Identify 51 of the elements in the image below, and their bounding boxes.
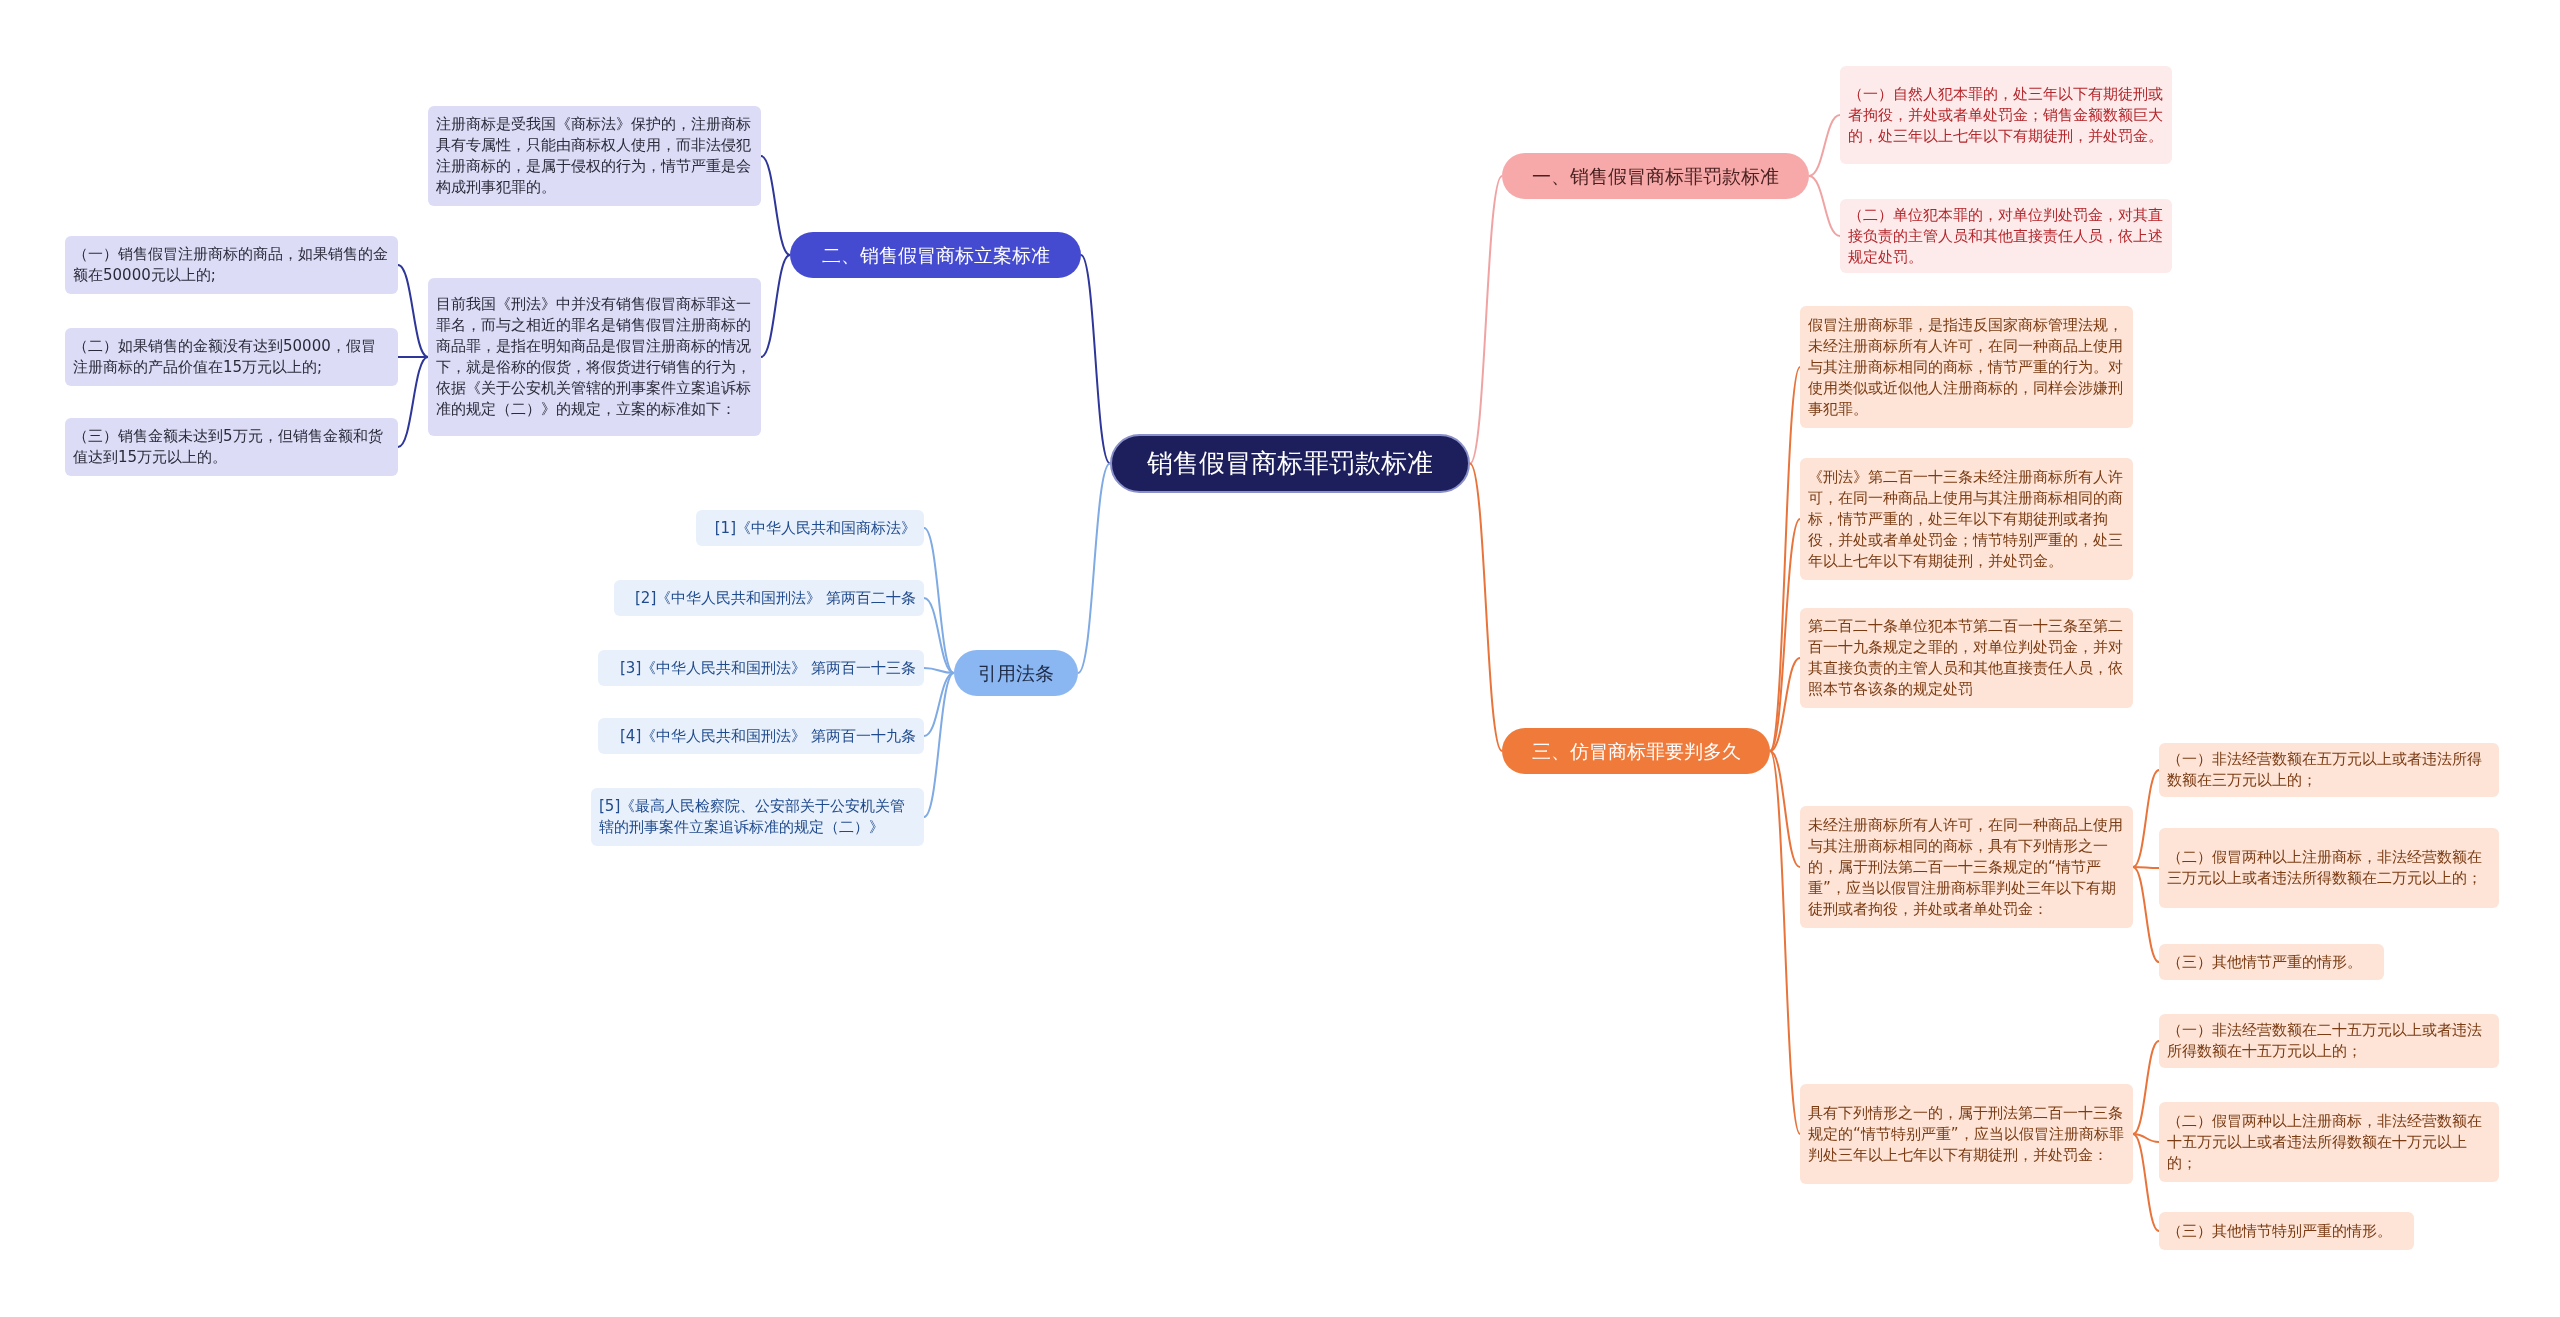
connector-line — [1469, 175, 1503, 465]
connector-line — [1769, 657, 1801, 752]
text-card: （二）单位犯本罪的，对单位判处罚金，对其直接负责的主管人员和其他直接责任人员，依上述规定处罚。 — [1840, 199, 2172, 273]
text-card: 假冒注册商标罪，是指违反国家商标管理法规，未经注册商标所有人许可，在同一种商品上使用与其注册商标相同的商标，情节严重的行为。对使用类似或近似他人注册商标的，同样会涉嫌刑事犯罪。 — [1800, 306, 2133, 428]
text-card: （三）销售金额未达到5万元，但销售金额和货值达到15万元以上的。 — [65, 418, 398, 476]
connector-line — [1077, 462, 1111, 674]
connector-line — [2132, 866, 2160, 869]
citation-card: [3]《中华人民共和国刑法》 第两百一十三条 — [598, 650, 924, 686]
citation-card: [4]《中华人民共和国刑法》 第两百一十九条 — [598, 718, 924, 754]
text-card: （三）其他情节严重的情形。 — [2159, 944, 2384, 980]
text-card: 目前我国《刑法》中并没有销售假冒商标罪这一罪名，而与之相近的罪名是销售假冒注册商标的商品罪，是指在明知商品是假冒注册商标的情况下，就是俗称的假货，将假货进行销售的行为，依据《关于公安机关管辖的刑事案件立案追诉标准的规定（二）》的规定，立案的标准如下： — [428, 278, 761, 436]
text-card: 《刑法》第二百一十三条未经注册商标所有人许可，在同一种商品上使用与其注册商标相同的商标，情节严重的，处三年以下有期徒刑或者拘役，并处或者单处罚金；情节特别严重的，处三年以上七年以下有期徒刑，并处罚金。 — [1800, 458, 2133, 580]
central-topic: 销售假冒商标罪罚款标准 — [1110, 434, 1470, 493]
branch-topic: 二、销售假冒商标立案标准 — [790, 232, 1081, 278]
citation-card: [2]《中华人民共和国刑法》 第两百二十条 — [614, 580, 924, 616]
text-card: 具有下列情形之一的，属于刑法第二百一十三条规定的“情节特别严重”，应当以假冒注册商标罪判处三年以上七年以下有期徒刑，并处罚金： — [1800, 1084, 2133, 1184]
connector-line — [1469, 462, 1503, 752]
text-card: （二）假冒两种以上注册商标，非法经营数额在十五万元以上或者违法所得数额在十万元以上的； — [2159, 1102, 2499, 1182]
connector-line — [923, 672, 955, 818]
connector-line — [1808, 114, 1841, 177]
text-card: 未经注册商标所有人许可，在同一种商品上使用与其注册商标相同的商标，具有下列情形之一的，属于刑法第二百一十三条规定的“情节严重”，应当以假冒注册商标罪判处三年以下有期徒刑或者拘役，并处或者单处罚金： — [1800, 806, 2133, 928]
connector-line — [1769, 518, 1801, 752]
text-card: （二）如果销售的金额没有达到50000，假冒注册商标的产品价值在15万元以上的; — [65, 328, 398, 386]
text-card: 注册商标是受我国《商标法》保护的，注册商标具有专属性，只能由商标权人使用，而非法侵犯注册商标的，是属于侵权的行为，情节严重是会构成刑事犯罪的。 — [428, 106, 761, 206]
connector-line — [2132, 1133, 2160, 1232]
connector-line — [397, 264, 429, 358]
text-card: （二）假冒两种以上注册商标，非法经营数额在三万元以上或者违法所得数额在二万元以上的； — [2159, 828, 2499, 908]
connector-line — [1080, 254, 1111, 465]
branch-topic: 三、仿冒商标罪要判多久 — [1502, 728, 1770, 774]
connector-line — [1808, 175, 1841, 237]
connector-line — [2132, 1040, 2160, 1135]
connector-line — [1769, 750, 1801, 868]
connector-line — [397, 356, 429, 448]
connector-line — [923, 597, 955, 674]
text-card: （一）自然人犯本罪的，处三年以下有期徒刑或者拘役，并处或者单处罚金；销售金额数额巨大的，处三年以上七年以下有期徒刑，并处罚金。 — [1840, 66, 2172, 164]
text-card: （一）非法经营数额在五万元以上或者违法所得数额在三万元以上的； — [2159, 743, 2499, 797]
text-card: （一）销售假冒注册商标的商品，如果销售的金额在50000元以上的; — [65, 236, 398, 294]
text-card: （三）其他情节特别严重的情形。 — [2159, 1212, 2414, 1250]
connector-line — [1769, 750, 1801, 1135]
connector-line — [760, 254, 791, 358]
branch-topic: 引用法条 — [954, 650, 1078, 696]
text-card: （一）非法经营数额在二十五万元以上或者违法所得数额在十五万元以上的； — [2159, 1014, 2499, 1068]
connector-line — [2132, 769, 2160, 868]
citation-card: [1]《中华人民共和国商标法》 — [696, 510, 924, 546]
text-card: 第二百二十条单位犯本节第二百一十三条至第二百一十九条规定之罪的，对单位判处罚金，并对其直接负责的主管人员和其他直接责任人员，依照本节各该条的规定处罚 — [1800, 608, 2133, 708]
connector-line — [2132, 866, 2160, 963]
citation-card: [5]《最高人民检察院、公安部关于公安机关管辖的刑事案件立案追诉标准的规定（二）》 — [591, 788, 924, 846]
connector-line — [760, 155, 791, 256]
branch-topic: 一、销售假冒商标罪罚款标准 — [1502, 153, 1809, 199]
connector-line — [2132, 1133, 2160, 1143]
connector-line — [923, 527, 955, 674]
